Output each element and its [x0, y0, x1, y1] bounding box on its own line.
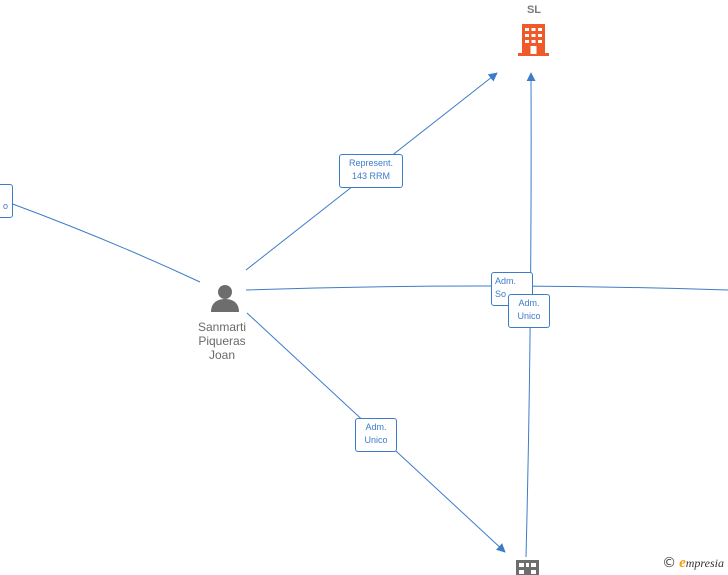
person-name-line: Joan: [208, 348, 236, 362]
edge-label-line: Adm.: [495, 276, 517, 286]
edge-label-line: o: [2, 201, 8, 211]
logo-text: mpresia: [685, 556, 724, 570]
edge-label-line: Represent.: [348, 158, 394, 168]
empresia-logo: © empresia: [662, 555, 724, 572]
person-icon[interactable]: [211, 285, 239, 312]
edge-label-line: Adm.: [365, 422, 387, 432]
edge-label-adm-unico[interactable]: Adm. Unico: [355, 418, 397, 452]
edge-label-line: Unico: [517, 311, 541, 321]
person-name-line: Sanmarti: [197, 320, 247, 334]
edge-label-represent[interactable]: Represent. 143 RRM: [339, 154, 403, 188]
edge-label-adm-unico-right[interactable]: Adm. Unico: [508, 294, 550, 328]
edge-label-line: So: [495, 289, 507, 299]
copyright-icon: ©: [662, 555, 677, 571]
edge-label-line: [0, 187, 8, 200]
edge-label-line: Unico: [364, 435, 388, 445]
person-name-label: Sanmarti Piqueras Joan: [182, 320, 262, 362]
edge-label-partial-left[interactable]: o: [0, 184, 13, 218]
edge-label-line: 143 RRM: [351, 171, 390, 181]
company-name-label: SL: [526, 4, 542, 16]
edge-left-to-person: [9, 202, 201, 283]
logo-e: e: [679, 555, 686, 571]
building-icon[interactable]: [516, 560, 539, 575]
edge-label-line: Adm.: [518, 298, 540, 308]
edge-person-to-right: [245, 285, 728, 291]
building-icon[interactable]: [518, 24, 549, 56]
person-name-line: Piqueras: [198, 334, 246, 348]
